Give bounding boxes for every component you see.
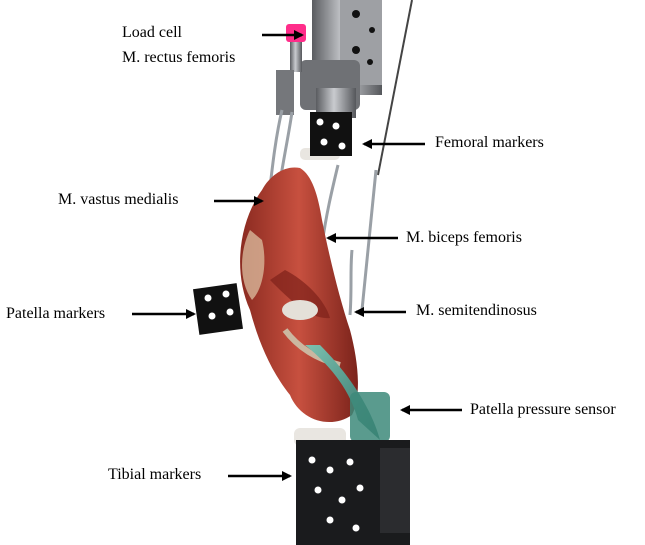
- label-tibial-markers: Tibial markers: [108, 466, 202, 483]
- patella-pressure-sensor: [305, 345, 390, 442]
- tibial-marker-block: [294, 428, 410, 545]
- annotation-arrows: [132, 30, 462, 481]
- label-rectus-femoris: M. rectus femoris: [122, 49, 236, 66]
- femoral-marker-block: [300, 112, 352, 160]
- actuator-rig: [300, 0, 413, 176]
- patella-marker-block: [193, 283, 243, 335]
- load-cell: [276, 24, 306, 115]
- knee-specimen: [240, 167, 358, 423]
- label-biceps-femoris: M. biceps femoris: [406, 229, 522, 246]
- label-vastus-medialis: M. vastus medialis: [58, 191, 179, 208]
- label-patella-markers: Patella markers: [6, 305, 106, 322]
- label-semitendinosus: M. semitendinosus: [416, 302, 537, 319]
- label-load-cell: Load cell: [122, 24, 182, 41]
- label-patella-pressure-sensor: Patella pressure sensor: [470, 401, 616, 418]
- label-femoral-markers: Femoral markers: [435, 134, 544, 151]
